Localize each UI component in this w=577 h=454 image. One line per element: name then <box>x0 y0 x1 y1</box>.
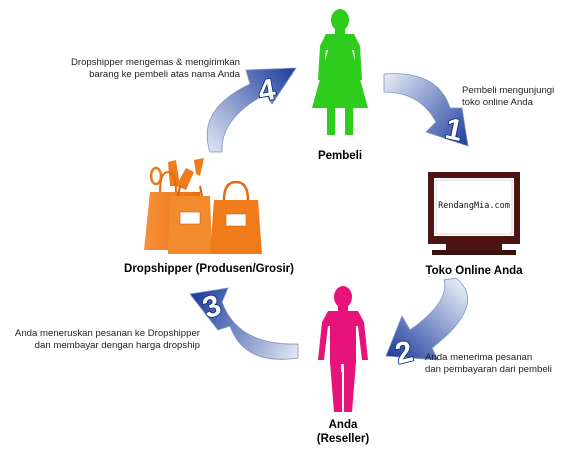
reseller-label-line1: Anda <box>328 419 358 431</box>
arrow-step-1: 1 <box>383 73 469 149</box>
woman-icon <box>312 9 368 135</box>
shop-label: Toko Online Anda <box>425 265 523 277</box>
reseller-label: Anda (Reseller) <box>300 418 386 446</box>
step-4-text-line2: barang ke pembeli atas nama Anda <box>89 69 240 80</box>
step-2-text: Anda menerima pesanan dan pembayaran dar… <box>425 352 575 376</box>
step-1-text-line2: toko online Anda <box>462 97 533 108</box>
step-2-text-line1: Anda menerima pesanan <box>425 352 533 363</box>
step-3-text: Anda meneruskan pesanan ke Dropshipper d… <box>4 328 200 352</box>
step-3-text-line2: dan membayar dengan harga dropship <box>34 340 200 351</box>
arrow-step-2: 2 <box>385 277 468 372</box>
arrow-step-3: 3 <box>189 287 299 360</box>
step-1-text-line1: Pembeli mengunjungi <box>462 85 555 96</box>
step-2-text-line2: dan pembayaran dari pembeli <box>425 364 552 375</box>
step-1-text: Pembeli mengunjungi toko online Anda <box>462 85 574 109</box>
buyer-label: Pembeli <box>317 150 363 162</box>
dropshipper-label: Dropshipper (Produsen/Grosir) <box>124 263 294 275</box>
step-4-text-line1: Dropshipper mengemas & mengirimkan <box>70 57 240 68</box>
monitor-icon: RendangMia.com <box>428 172 520 255</box>
arrow-step-4: 4 <box>206 67 297 153</box>
step-3-text-line1: Anda meneruskan pesanan ke Dropshipper <box>14 328 200 339</box>
step-4-text: Dropshipper mengemas & mengirimkan baran… <box>44 57 240 81</box>
reseller-label-line2: (Reseller) <box>316 433 370 445</box>
man-icon <box>318 286 368 412</box>
shop-screen-text: RendangMia.com <box>438 201 510 211</box>
shopping-bags-icon <box>144 158 262 254</box>
